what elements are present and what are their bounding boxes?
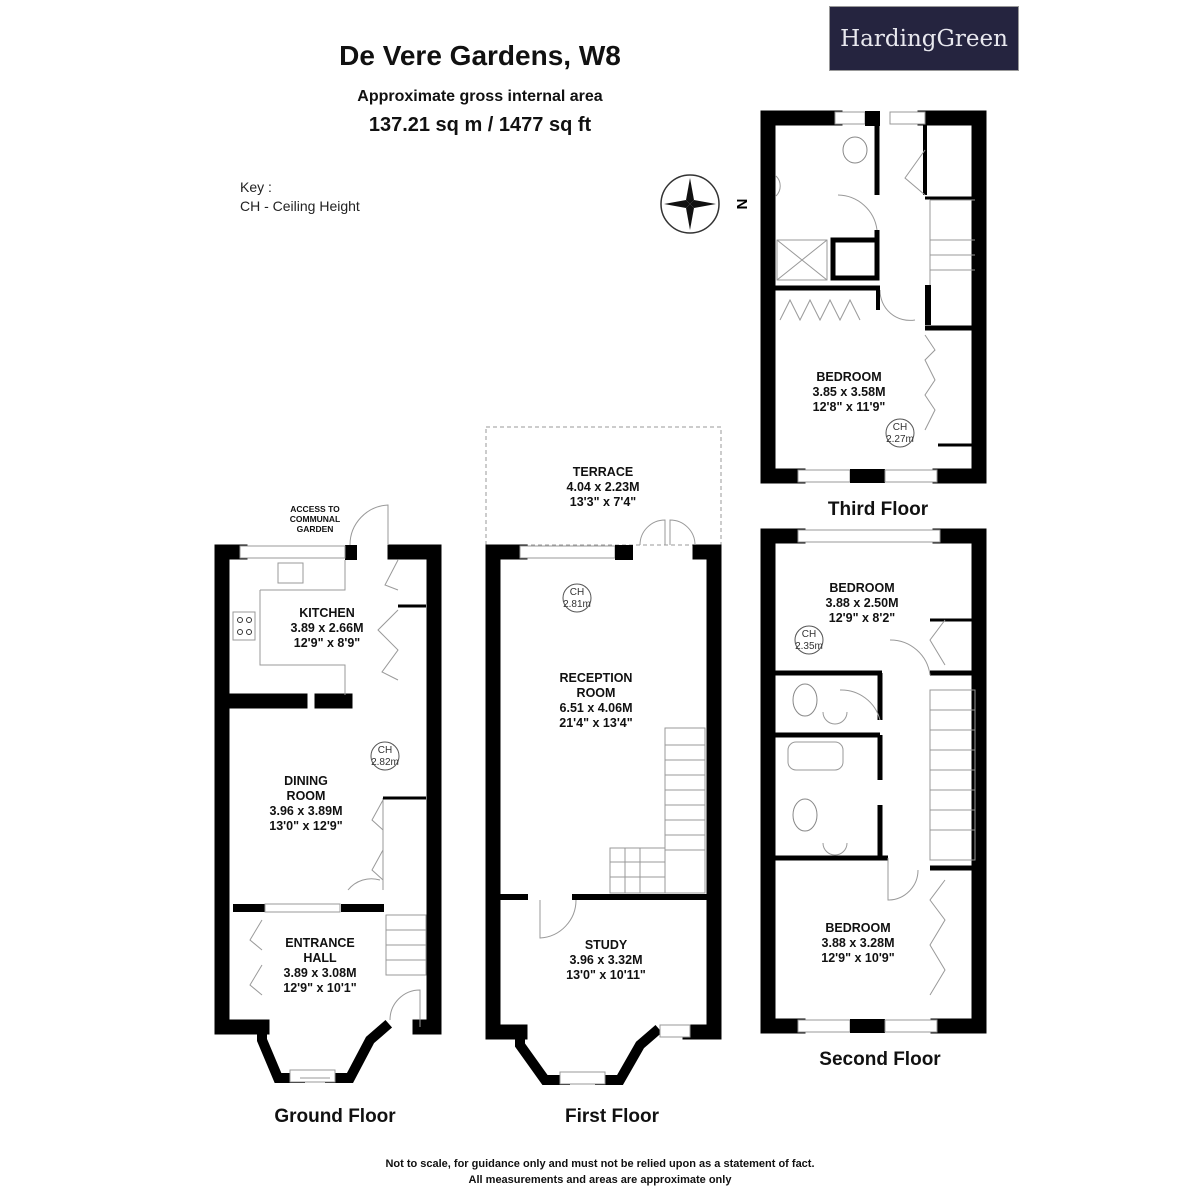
room-label-entrance-hall: ENTRANCE HALL 3.89 x 3.08M 12'9" x 10'1" [283, 936, 356, 995]
room-imperial: 13'0" x 12'9" [269, 819, 342, 833]
ground-floor-plan: ACCESS TO COMMUNAL GARDEN KITCHEN 3.89 x… [214, 504, 442, 1127]
ch-value: 2.81m [563, 599, 591, 610]
room-imperial: 12'8" x 11'9" [813, 400, 886, 414]
disclaimer-line-1: Not to scale, for guidance only and must… [385, 1158, 815, 1170]
ceiling-height-badge: CH 2.27m [885, 418, 915, 448]
room-name: TERRACE [573, 465, 633, 479]
room-imperial: 12'9" x 8'9" [294, 636, 361, 650]
room-imperial: 13'3" x 7'4" [570, 495, 637, 509]
room-metric: 3.89 x 3.08M [284, 966, 357, 980]
room-imperial: 12'9" x 10'9" [821, 951, 894, 965]
room-name: RECEPTION [560, 671, 633, 685]
key-legend: Key : CH - Ceiling Height [240, 178, 360, 216]
key-title: Key : [240, 179, 272, 195]
third-floor-plan: BEDROOM 3.85 x 3.58M 12'8" x 11'9" CH 2.… [760, 110, 987, 520]
second-floor-plan: BEDROOM 3.88 x 2.50M 12'9" x 8'2" BEDROO… [760, 528, 987, 1070]
agency-logo: HardingGreen [829, 6, 1019, 71]
room-name: HALL [303, 951, 337, 965]
key-entry: CH - Ceiling Height [240, 198, 360, 214]
room-metric: 3.96 x 3.32M [570, 953, 643, 967]
room-label-kitchen: KITCHEN 3.89 x 2.66M 12'9" x 8'9" [291, 606, 364, 650]
room-name: DINING [284, 774, 328, 788]
floor-label-first: First Floor [565, 1106, 660, 1127]
first-floor-plan: TERRACE 4.04 x 2.23M 13'3" x 7'4" RECEPT… [485, 426, 722, 1127]
ceiling-height-badge: CH 2.81m [562, 583, 592, 613]
floor-label-second: Second Floor [819, 1049, 941, 1070]
room-metric: 3.88 x 2.50M [826, 596, 899, 610]
room-name: ROOM [287, 789, 326, 803]
room-imperial: 12'9" x 10'1" [283, 981, 356, 995]
room-label-bedroom-second-lower: BEDROOM 3.88 x 3.28M 12'9" x 10'9" [821, 921, 894, 965]
ch-label: CH [378, 745, 392, 756]
room-name: BEDROOM [825, 921, 890, 935]
room-name: ENTRANCE [285, 936, 354, 950]
ch-label: CH [893, 422, 907, 433]
room-label-reception-room: RECEPTION ROOM 6.51 x 4.06M 21'4" x 13'4… [559, 671, 632, 730]
ch-value: 2.35m [795, 641, 823, 652]
floor-label-third: Third Floor [828, 499, 929, 520]
compass-icon: N [660, 174, 750, 234]
room-name: STUDY [585, 938, 628, 952]
ch-label: CH [802, 629, 816, 640]
room-name: BEDROOM [816, 370, 881, 384]
ceiling-height-badge: CH 2.35m [794, 625, 824, 655]
disclaimer: Not to scale, for guidance only and must… [0, 1156, 1200, 1188]
property-title: De Vere Gardens, W8 [339, 40, 621, 71]
room-name: KITCHEN [299, 606, 355, 620]
room-imperial: 21'4" x 13'4" [559, 716, 632, 730]
room-metric: 3.85 x 3.58M [813, 385, 886, 399]
room-metric: 3.96 x 3.89M [270, 804, 343, 818]
room-imperial: 12'9" x 8'2" [829, 611, 896, 625]
ch-value: 2.27m [886, 434, 914, 445]
area-label: Approximate gross internal area [357, 88, 603, 105]
ceiling-height-badge: CH 2.82m [370, 741, 400, 771]
room-metric: 3.89 x 2.66M [291, 621, 364, 635]
room-label-bedroom-second-upper: BEDROOM 3.88 x 2.50M 12'9" x 8'2" [826, 581, 899, 625]
disclaimer-line-2: All measurements and areas are approxima… [468, 1174, 732, 1186]
room-label-bedroom-third: BEDROOM 3.85 x 3.58M 12'8" x 11'9" [813, 370, 886, 414]
room-imperial: 13'0" x 10'11" [566, 968, 646, 982]
room-label-terrace: TERRACE 4.04 x 2.23M 13'3" x 7'4" [567, 465, 640, 509]
access-note-line-3: GARDEN [297, 524, 334, 534]
area-value: 137.21 sq m / 1477 sq ft [368, 114, 592, 136]
ch-label: CH [570, 587, 584, 598]
room-name: BEDROOM [829, 581, 894, 595]
compass-north-label: N [733, 199, 750, 210]
room-metric: 4.04 x 2.23M [567, 480, 640, 494]
ch-value: 2.82m [371, 757, 399, 768]
room-name: ROOM [577, 686, 616, 700]
room-metric: 6.51 x 4.06M [560, 701, 633, 715]
room-label-dining-room: DINING ROOM 3.96 x 3.89M 13'0" x 12'9" [269, 774, 342, 833]
room-label-study: STUDY 3.96 x 3.32M 13'0" x 10'11" [566, 938, 646, 982]
access-note-line-2: COMMUNAL [290, 514, 341, 524]
room-metric: 3.88 x 3.28M [822, 936, 895, 950]
floor-label-ground: Ground Floor [274, 1106, 396, 1127]
access-note-line-1: ACCESS TO [290, 504, 340, 514]
